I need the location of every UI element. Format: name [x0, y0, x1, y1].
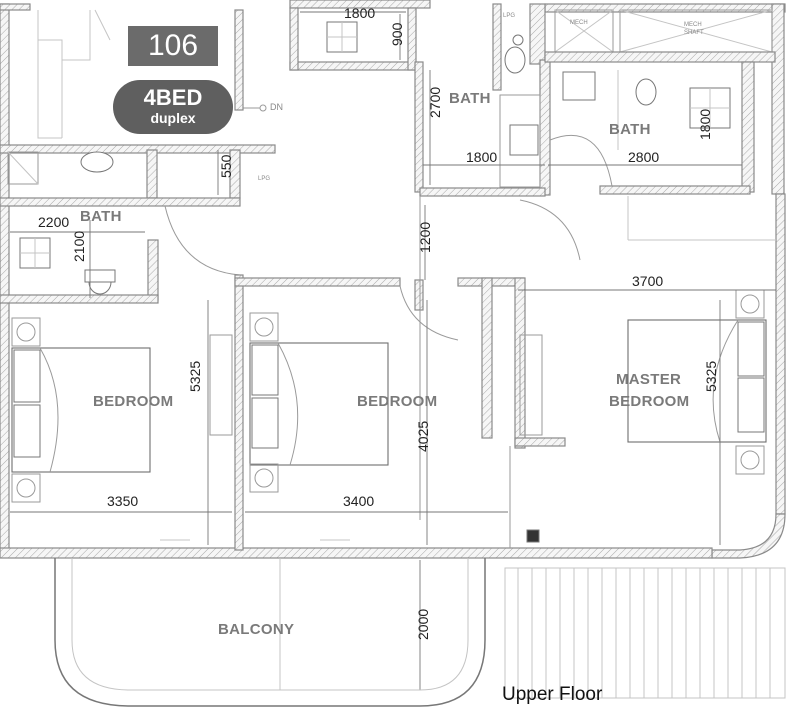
mech-label: MECH: [570, 20, 588, 26]
dim-1800-top: 1800: [344, 5, 375, 21]
toilet-icon: [504, 46, 526, 74]
dimension-lines: [10, 70, 776, 690]
dim-900: 900: [389, 22, 405, 46]
wall-south: [0, 547, 713, 559]
dim-2000: 2000: [415, 609, 431, 640]
dim-2200: 2200: [38, 214, 69, 230]
bed-master: [627, 289, 767, 475]
bath-top-block: LPG: [414, 3, 551, 196]
room-label-master-1: MASTER: [616, 371, 681, 388]
toilet-icon-right: [635, 78, 657, 106]
mech-shaft-label-2: SHAFT: [684, 30, 704, 36]
dim-2700: 2700: [427, 87, 443, 118]
balcony: [54, 558, 486, 707]
wall-bed1-bed2: [234, 274, 244, 551]
dim-3700: 3700: [632, 273, 663, 289]
room-label-bedroom-2: BEDROOM: [357, 393, 437, 410]
unit-type-pill: 4BED duplex: [113, 80, 233, 134]
dim-5325-left: 5325: [187, 361, 203, 392]
dim-1800-bath: 1800: [466, 149, 497, 165]
outer-walls: [0, 0, 786, 559]
dim-550: 550: [218, 154, 234, 178]
partitions: [209, 187, 776, 551]
dim-1800-vertical: 1800: [697, 109, 713, 140]
down-label: DN: [270, 102, 283, 112]
bed-2: [249, 312, 389, 493]
dim-2800: 2800: [628, 149, 659, 165]
dim-2100: 2100: [71, 231, 87, 262]
wall-east-curve: [711, 513, 786, 559]
wall-north-right: [544, 3, 786, 13]
mech-shaft: MECH MECH SHAFT: [544, 9, 776, 63]
stair-below: [504, 567, 786, 699]
washbasin-icon: [562, 71, 596, 101]
dim-3400: 3400: [343, 493, 374, 509]
dim-4025: 4025: [415, 421, 431, 452]
unit-subtype: duplex: [150, 110, 196, 126]
wall-east: [775, 193, 786, 515]
sink-icon-left: [80, 151, 114, 173]
lpg-top-label: LPG: [503, 13, 515, 19]
wall-west: [0, 3, 10, 557]
room-label-bath-right: BATH: [609, 121, 651, 138]
wall-north-left: [0, 3, 31, 11]
direction-marker-icon: [259, 104, 267, 112]
top-shower-area: [289, 7, 417, 71]
lpg-mid-label: LPG: [258, 176, 270, 182]
bath-right-block: [549, 61, 755, 195]
room-label-bath-top: BATH: [449, 90, 491, 107]
unit-number-badge: 106: [128, 26, 218, 66]
mech-shaft-label-1: MECH: [684, 22, 702, 28]
sink-icon: [509, 124, 539, 156]
bed-1: [11, 317, 151, 503]
wall-east-top: [771, 3, 785, 195]
dim-3350: 3350: [107, 493, 138, 509]
bath-left-block: LPG: [0, 144, 276, 304]
dim-1200: 1200: [417, 222, 433, 253]
room-label-bedroom-1: BEDROOM: [93, 393, 173, 410]
dim-5325-right: 5325: [703, 361, 719, 392]
room-label-bath-left: BATH: [80, 208, 122, 225]
unit-type: 4BED: [143, 85, 203, 110]
room-label-balcony: BALCONY: [218, 621, 294, 638]
floor-label: Upper Floor: [502, 684, 603, 705]
room-label-master-2: BEDROOM: [609, 393, 689, 410]
wall-north-mid: [289, 0, 431, 9]
